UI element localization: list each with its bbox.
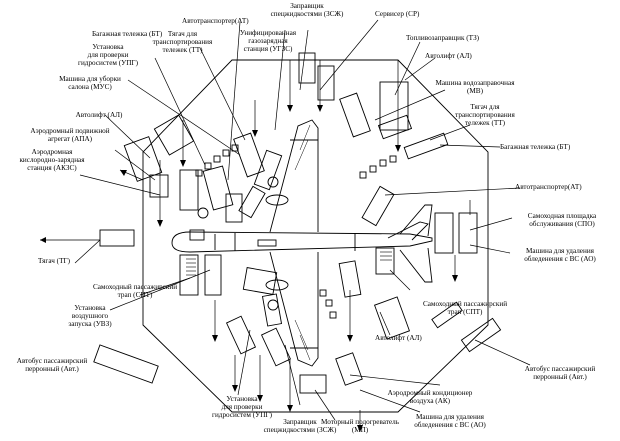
aircraft [171,119,433,367]
stand-boundary [142,59,489,413]
label-apa: Аэродромный подвижной агрегат (АПА) [30,127,110,143]
label-tz: Топливозаправщик (ТЗ) [406,34,480,42]
label-spo: Самоходная площадка обслуживания (СПО) [527,212,597,228]
label-mus: Машина для уборки салона (МУС) [59,75,121,91]
label-zsj-top: Заправщик спецжидкостями (ЗСЖ) [270,2,344,18]
label-mv: Машина водозаправочная (МВ) [435,79,515,95]
label-avt-left: Автобус пассажирский перронный (Авт.) [16,357,88,373]
passenger-stairs [186,247,392,276]
label-avt-right: Автобус пассажирский перронный (Авт.) [524,365,596,381]
fuselage-stripes [294,124,311,361]
label-spt-left: Самоходный пассажирский трап (СПТ) [92,283,178,299]
label-ao-right: Машина для удаления обледенения с ВС (АО… [524,247,596,263]
label-al-bottom: Автолифт (АЛ) [375,334,422,342]
label-mp: Моторный подогреватель (МП) [321,418,399,434]
label-zsj-bottom: Заправщик спецжидкостями (ЗСЖ) [263,418,337,434]
label-bt-left: Багажная тележка (БТ) [92,30,163,38]
label-upg-top: Установка для проверки гидросистем (УПГ) [78,43,138,67]
label-tt-top: Тягач для транспортирования тележек (ТТ) [152,30,213,54]
label-tt-right: Тягач для транспортирования тележек (ТТ) [455,103,515,127]
label-servicer: Сервисер (СР) [375,10,420,18]
label-at-top: Автотранспортер(АТ) [182,17,249,25]
label-akzs: Аэродромная кислородно-зарядная станция … [19,148,85,172]
label-upg-bottom: Установка для проверки гидросистем (УПГ) [212,395,272,419]
label-uvz: Установка воздушного запуска (УВЗ) [68,304,112,328]
label-tg: Тягач (ТГ) [38,257,71,265]
label-al-top-right: Автолифт (АЛ) [425,52,472,60]
label-bt-right: Багажная тележка (БТ) [500,143,571,151]
label-spt-right: Самоходный пассажирский трап (СПТ) [422,300,508,316]
label-ak: Аэродромный кондиционер воздуха (АК) [387,389,473,405]
label-ugzs: Унифицированная газозарядная станция (УГ… [239,29,297,53]
label-at-right: Автотранспортер(АТ) [515,183,582,191]
label-ao-bottom: Машина для удаления обледенения с ВС (АО… [414,413,486,429]
label-al-left: Автолифт (АЛ) [75,111,123,119]
arrowheads [40,105,458,432]
baggage-dollies [195,144,397,319]
